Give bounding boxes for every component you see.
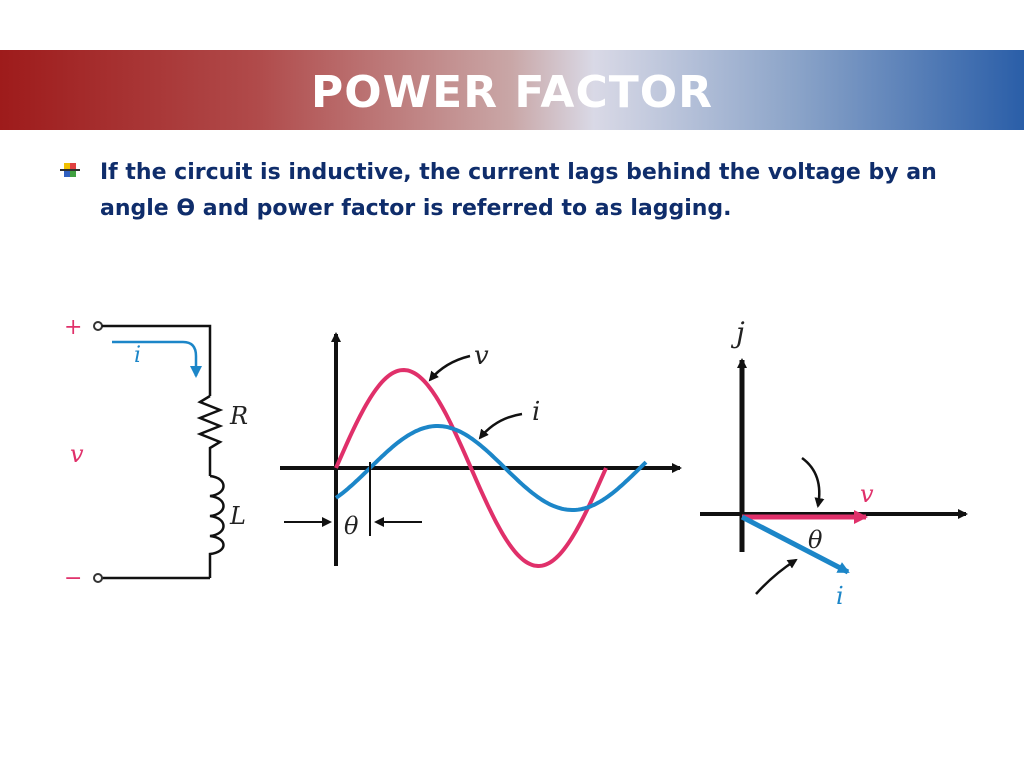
minus-terminal-label: − — [64, 566, 82, 591]
waveform-angle-label: θ — [344, 512, 359, 540]
phasor-diagram: j v i θ — [700, 316, 968, 610]
positive-terminal — [93, 321, 103, 331]
negative-terminal — [93, 573, 103, 583]
circuit-wire-top — [102, 324, 212, 396]
phasor-imag-axis-label: j — [730, 316, 745, 349]
waveform-current-label: i — [532, 397, 540, 427]
page-title: POWER FACTOR — [310, 67, 714, 118]
phasor-voltage-label: v — [860, 480, 874, 508]
bullet-text: If the circuit is inductive, the current… — [100, 160, 937, 221]
current-waveform — [334, 424, 648, 512]
resistor-label: R — [229, 402, 248, 430]
inductor-label: L — [229, 502, 246, 530]
current-phasor — [740, 514, 850, 575]
title-bar — [0, 50, 1024, 130]
resistor — [196, 394, 224, 476]
current-arrow — [112, 340, 202, 378]
plus-terminal-label: + — [64, 315, 82, 340]
inductor — [208, 474, 225, 578]
bullet-item: If the circuit is inductive, the current… — [60, 155, 1000, 227]
voltage-pointer-arrow — [428, 354, 471, 382]
bullet-icon — [60, 163, 80, 177]
waveform-diagram: v i θ — [280, 332, 682, 569]
voltage-waveform — [334, 367, 608, 569]
circuit-voltage-label: v — [70, 440, 84, 468]
current-pointer-arrow — [478, 412, 523, 440]
waveform-voltage-label: v — [474, 341, 489, 371]
angle-pointer-top — [801, 456, 825, 508]
angle-pointer-bottom — [755, 558, 798, 595]
circuit-diagram: + i R L − v — [64, 315, 248, 591]
phasor-current-label: i — [836, 582, 844, 610]
circuit-current-label: i — [134, 343, 141, 368]
phasor-angle-label: θ — [808, 526, 823, 554]
